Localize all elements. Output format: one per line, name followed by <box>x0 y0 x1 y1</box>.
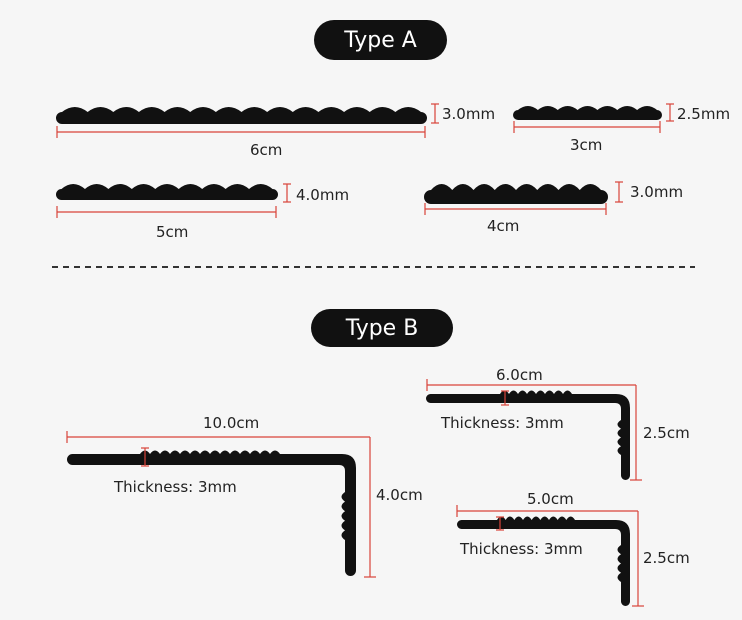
strip-a1-shape <box>56 107 427 124</box>
profile-b3-shape <box>457 516 630 606</box>
profile-b2-width-label: 6.0cm <box>496 366 543 384</box>
profile-b2-height-label: 2.5cm <box>643 424 690 442</box>
strip-a3-thickness-label: 4.0mm <box>296 186 350 204</box>
profile-b2-thickness-label: Thickness: 3mm <box>441 414 564 432</box>
type-b-title: Type B <box>311 309 453 347</box>
strip-a4-length-label: 4cm <box>487 217 520 235</box>
strip-a2-length-label: 3cm <box>570 136 603 154</box>
profile-b1-height-label: 4.0cm <box>376 486 423 504</box>
profile-b3-height-label: 2.5cm <box>643 549 690 567</box>
strip-a2-shape <box>513 106 662 120</box>
profile-b2-shape <box>426 390 630 480</box>
strip-a4-shape <box>424 184 608 204</box>
type-a-dimension-lines <box>56 103 674 218</box>
strip-a1-thickness-label: 3.0mm <box>442 105 496 123</box>
strip-a4-thickness-label: 3.0mm <box>630 183 684 201</box>
profile-b1-width-label: 10.0cm <box>203 414 260 432</box>
type-a-title: Type A <box>314 20 447 60</box>
type-b-dimension-lines <box>66 379 644 607</box>
profile-b3-width-label: 5.0cm <box>527 490 574 508</box>
strip-a1-length-label: 6cm <box>250 141 283 159</box>
profile-b1-shape <box>67 450 357 576</box>
profile-b1-thickness-label: Thickness: 3mm <box>114 478 237 496</box>
strip-a3-shape <box>56 184 279 200</box>
strip-a2-thickness-label: 2.5mm <box>677 105 731 123</box>
strip-a3-length-label: 5cm <box>156 223 189 241</box>
profile-b3-thickness-label: Thickness: 3mm <box>460 540 583 558</box>
